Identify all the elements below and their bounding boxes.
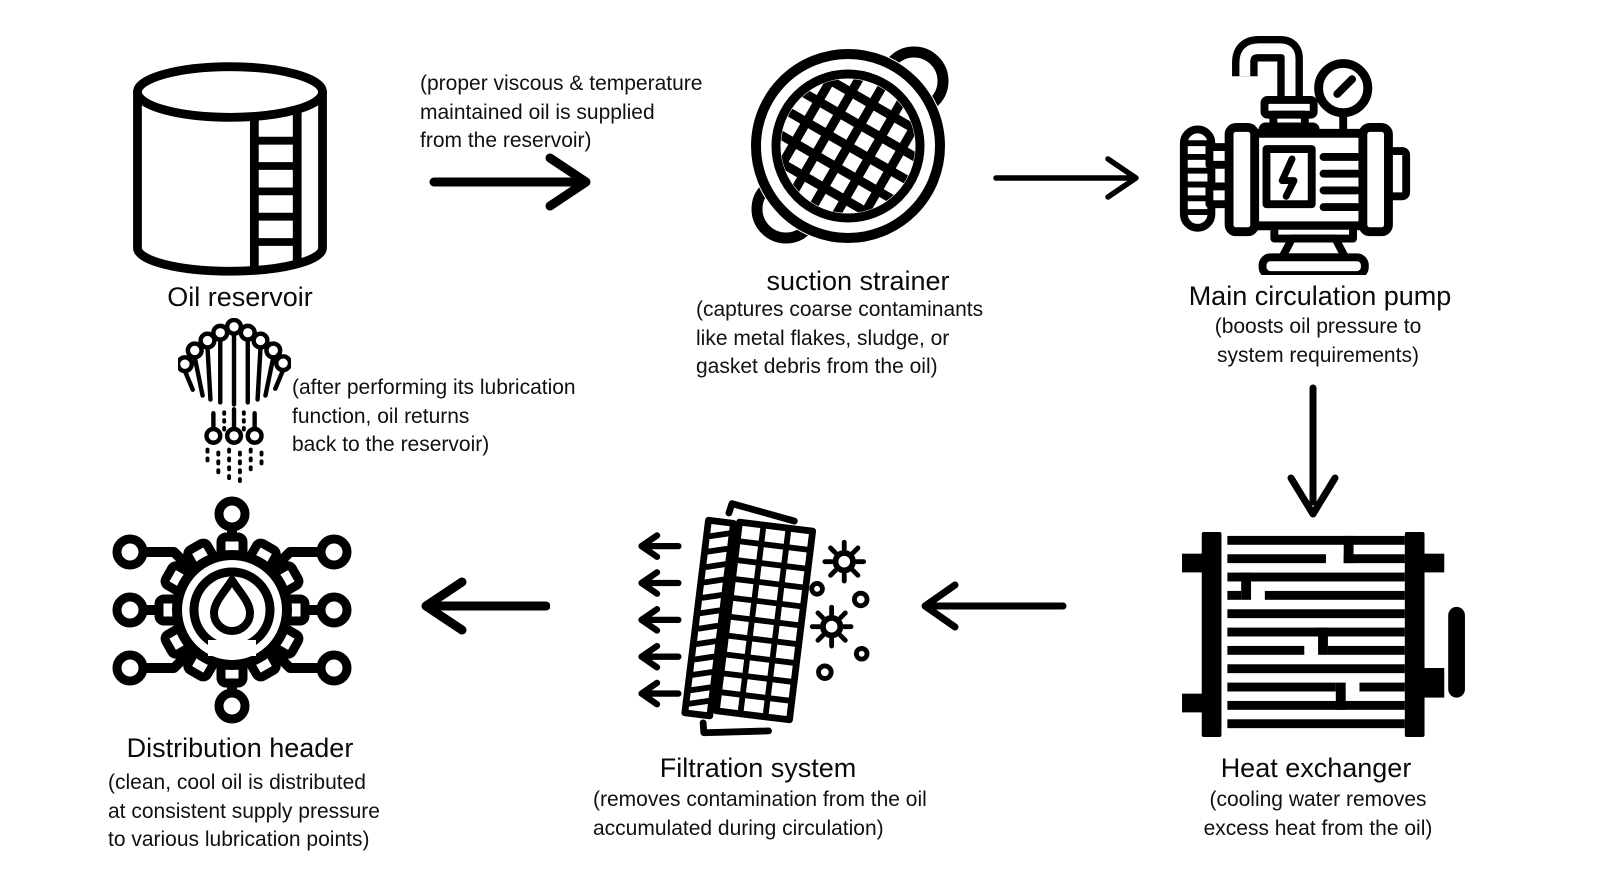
- oil-return-spray-icon: [178, 318, 291, 483]
- flow-arrow-filtration-to-distribution: [421, 577, 550, 635]
- suction-strainer-icon: [750, 46, 949, 244]
- oil-reservoir-tank-icon: [133, 62, 327, 276]
- strainer-caption: (captures coarse contaminants like metal…: [696, 298, 984, 378]
- heat-exchanger-label: Heat exchanger: [1220, 753, 1412, 783]
- return-note: (after performing its lubrication functi…: [292, 376, 576, 456]
- flow-arrow-reservoir-to-strainer: [429, 153, 591, 211]
- flow-arrow-pump-to-heat-exchanger: [1287, 384, 1339, 518]
- distribution-header-gear-drop-icon: [112, 496, 352, 724]
- filtration-label: Filtration system: [659, 753, 857, 783]
- heat-exchanger-caption: (cooling water removes excess heat from …: [1203, 788, 1433, 840]
- filtration-caption: (removes contamination from the oil accu…: [593, 788, 927, 840]
- flow-arrow-strainer-to-pump: [993, 156, 1139, 200]
- distribution-caption: (clean, cool oil is distributed at consi…: [108, 771, 380, 851]
- flow-arrow-heat-exchanger-to-filtration: [921, 581, 1067, 631]
- reservoir-label: Oil reservoir: [167, 282, 313, 312]
- pump-label: Main circulation pump: [1188, 281, 1452, 311]
- circulation-pump-icon: [1179, 35, 1411, 275]
- oil-filter-panels-icon: [638, 500, 870, 737]
- supply-note: (proper viscous & temperature maintained…: [420, 72, 703, 152]
- strainer-label: suction strainer: [766, 266, 950, 296]
- distribution-label: Distribution header: [126, 733, 354, 763]
- pump-caption: (boosts oil pressure to system requireme…: [1214, 315, 1422, 367]
- heat-exchanger-radiator-icon: [1182, 531, 1465, 738]
